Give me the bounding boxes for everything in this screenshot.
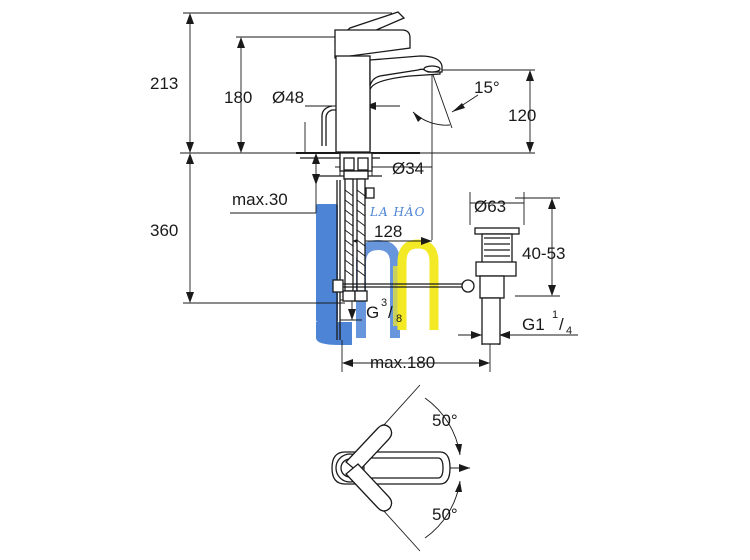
dim-spout-reach-height: 120 [508,106,536,125]
inlet-thread-denominator: 8 [396,313,402,325]
watermark-text: LA HÀO [369,204,425,219]
waste-thread-numerator: 1 [552,309,558,321]
waste-thread-denominator: 4 [566,325,572,337]
svg-text:/: / [559,315,564,334]
dim-spout-reach: 128 [374,222,402,241]
dim-waste-thread: G1 1 / 4 [522,309,572,337]
waste-drain [461,227,520,345]
dim-max-width: max.180 [370,353,435,372]
plan-view [331,384,470,552]
dim-body-diameter: Ø48 [272,88,304,107]
dim-waste-range: 40-53 [522,244,565,263]
dim-total-height: 213 [150,74,178,93]
svg-text:/: / [388,303,393,322]
dim-hole-diameter: Ø34 [392,159,424,178]
inlet-thread-base: G [366,303,379,322]
dim-hose-length: 360 [150,221,178,240]
inlet-thread-numerator: 3 [381,297,387,309]
dim-max-thickness: max.30 [232,190,288,209]
dim-waste-diameter: Ø63 [474,197,506,216]
dim-spout-height: 180 [224,88,252,107]
faucet-side-view [296,11,470,340]
dim-lever-angle-top: 50° [432,411,458,430]
dim-lever-angle-bottom: 50° [432,505,458,524]
waste-thread-base: G1 [522,315,545,334]
dim-inlet-thread: G 3 / 8 [366,297,402,325]
dim-spout-angle: 15° [474,78,500,97]
